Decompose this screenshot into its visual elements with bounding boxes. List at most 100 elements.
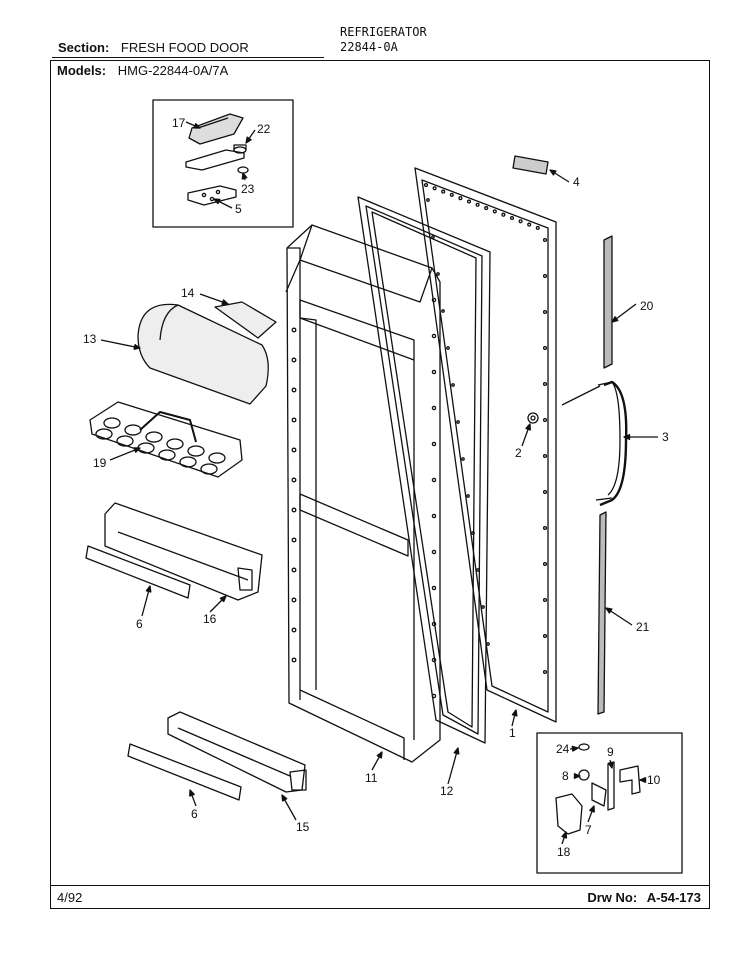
leader-arrowhead <box>573 773 581 779</box>
models-value: HMG-22844-0A/7A <box>117 63 229 78</box>
leader-arrowhead <box>213 198 221 205</box>
panel-screw-hole <box>466 199 472 204</box>
panel-screw-hole <box>446 346 450 350</box>
liner-screw-hole <box>291 447 297 453</box>
leader-arrowhead <box>133 343 141 350</box>
callout-leaders <box>100 121 658 845</box>
callout-15: 15 <box>296 820 310 834</box>
egg-cup <box>187 445 205 457</box>
leader-arrowhead <box>611 316 619 323</box>
callout-6-lower: 6 <box>191 807 198 821</box>
liner-screw-hole <box>291 327 297 333</box>
callout-17: 17 <box>172 116 186 130</box>
leader-arrowhead <box>589 805 595 813</box>
part-4-nameplate <box>512 155 549 175</box>
panel-screw-hole <box>486 642 490 646</box>
liner-screw-hole <box>431 549 437 555</box>
egg-cup <box>124 424 142 436</box>
callout-8: 8 <box>562 769 569 783</box>
liner-screw-hole <box>291 627 297 633</box>
liner-screw-hole <box>291 657 297 663</box>
callout-6-upper: 6 <box>136 617 143 631</box>
header-rule <box>52 57 324 58</box>
liner-screw-hole <box>431 405 437 411</box>
panel-screw-hole <box>475 202 480 207</box>
panel-screw-hole <box>535 225 540 230</box>
panel-screw-hole <box>518 219 523 224</box>
panel-screw-hole <box>449 192 454 197</box>
panel-screw-hole <box>441 189 446 194</box>
part-17-hinge-cover <box>188 113 244 145</box>
drawing-number-block: Drw No: A-54-173 <box>587 890 701 905</box>
panel-screw-hole <box>451 383 455 387</box>
part-15-bottom-bin <box>167 711 307 793</box>
liner-screw-hole <box>291 357 297 363</box>
panel-screw-hole <box>542 417 548 423</box>
leader-line <box>561 385 601 406</box>
leader-arrowhead <box>376 751 383 759</box>
part-9-pin <box>607 761 615 811</box>
part-6-bin-trim-upper <box>85 545 191 599</box>
egg-cup <box>208 452 226 464</box>
leader-line <box>100 339 141 349</box>
part-20-upper-trim <box>603 235 613 369</box>
leader-arrowhead <box>245 136 252 144</box>
egg-cup <box>95 428 113 440</box>
leader-arrowhead <box>561 831 568 839</box>
diagram-frame: Models: HMG-22844-0A/7A 4/92 Drw No: A-5… <box>50 60 710 909</box>
panel-screw-hole <box>484 206 489 211</box>
panel-screw-hole <box>481 605 485 609</box>
panel-screw-hole <box>542 561 548 567</box>
panel-screw-hole <box>542 489 548 495</box>
panel-screw-hole <box>542 669 548 675</box>
hinge-inset-box <box>152 99 294 228</box>
liner-screw-hole <box>291 597 297 603</box>
callout-19: 19 <box>93 456 107 470</box>
egg-cup <box>200 463 218 475</box>
part-5-hinge-shim <box>187 185 237 206</box>
leader-arrowhead <box>133 447 141 453</box>
panel-screw-hole <box>441 309 445 313</box>
liner-screw-hole <box>291 417 297 423</box>
part-14-bin-divider <box>214 301 277 339</box>
callout-11: 11 <box>365 771 378 785</box>
part-6-bin-trim-lower <box>127 743 242 801</box>
footer-rule <box>51 885 709 886</box>
product-title: REFRIGERATOR <box>340 25 427 39</box>
product-number: 22844-0A <box>340 40 398 54</box>
liner-screw-hole <box>291 387 297 393</box>
liner-screw-hole <box>291 477 297 483</box>
leader-arrowhead <box>607 761 614 769</box>
liner-screw-hole <box>291 567 297 573</box>
liner-screw-hole <box>431 693 437 699</box>
models-heading: Models: HMG-22844-0A/7A <box>57 63 228 78</box>
panel-screw-hole <box>436 272 440 276</box>
callout-1: 1 <box>509 726 516 740</box>
panel-screw-hole <box>509 215 515 221</box>
egg-cup <box>158 449 176 461</box>
panel-screw-hole <box>542 309 548 315</box>
leader-arrowhead <box>281 794 288 802</box>
egg-cup <box>103 417 121 429</box>
callout-21: 21 <box>636 620 650 634</box>
panel-screw-hole <box>542 237 548 243</box>
part-23-washer <box>237 166 249 174</box>
panel-screw-hole <box>458 196 463 201</box>
lower-hinge-inset-box <box>536 732 683 874</box>
panel-screw-hole <box>542 381 548 387</box>
liner-screw-hole <box>431 441 437 447</box>
part-18-bottom-hinge <box>555 793 583 835</box>
panel-screw-hole <box>432 186 437 191</box>
leader-line <box>447 747 459 785</box>
callout-9: 9 <box>607 745 614 759</box>
leader-arrowhead <box>549 169 557 176</box>
panel-screw-hole <box>542 453 548 459</box>
panel-screw-hole <box>456 420 460 424</box>
part-12-door-gasket <box>357 196 491 744</box>
drawing-number: A-54-173 <box>646 890 701 905</box>
callout-20: 20 <box>640 299 654 313</box>
panel-screw-hole <box>431 235 435 239</box>
section-label: Section: <box>58 40 110 55</box>
callout-12: 12 <box>440 784 454 798</box>
